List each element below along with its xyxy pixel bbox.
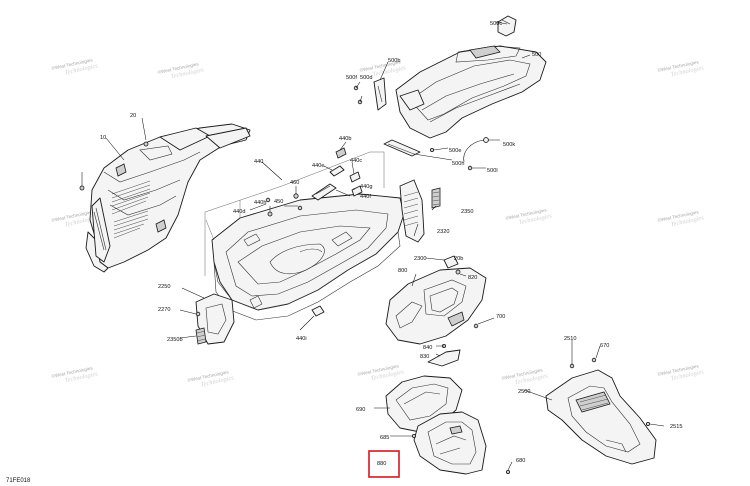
- callout-440g[interactable]: 440g: [360, 184, 372, 190]
- figure-id: 71FE018: [6, 478, 31, 484]
- side-access-panel[interactable]: [399, 179, 425, 243]
- callout-440b[interactable]: 440b: [339, 136, 351, 142]
- clip-440i[interactable]: [311, 305, 325, 317]
- callout-2500[interactable]: 2500: [518, 389, 530, 395]
- rear-storage-tub[interactable]: [205, 193, 405, 321]
- leader-lines: [81, 21, 665, 471]
- callout-20-mid[interactable]: 20b: [454, 256, 463, 262]
- callout-450[interactable]: 450: [274, 199, 283, 205]
- callout-700[interactable]: 700: [496, 314, 505, 320]
- callout-500[interactable]: 500: [532, 52, 541, 58]
- callout-500d[interactable]: 500d: [360, 75, 372, 81]
- fastener-460: [293, 193, 299, 199]
- callout-2270[interactable]: 2270: [158, 307, 170, 313]
- left-side-panel-2250[interactable]: [195, 293, 235, 345]
- callout-2350[interactable]: 2350: [461, 209, 473, 215]
- callout-460[interactable]: 460: [290, 180, 299, 186]
- callout-2510[interactable]: 2510: [564, 336, 576, 342]
- callout-20-top[interactable]: 20: [130, 113, 136, 119]
- callout-800[interactable]: 800: [398, 268, 407, 274]
- callout-440d[interactable]: 440d: [233, 209, 245, 215]
- cable-500k[interactable]: [463, 139, 485, 163]
- vent-grille-2350[interactable]: [431, 187, 441, 209]
- fastener-700: [473, 323, 479, 329]
- callout-labels: 500c 500 500b 500f 500d 500e 500k 500h 5…: [100, 21, 682, 467]
- fastener-685: [411, 433, 416, 438]
- fastener-450: [297, 205, 303, 211]
- callout-500c[interactable]: 500c: [490, 21, 502, 27]
- callout-440[interactable]: 440: [254, 159, 263, 165]
- cover-830[interactable]: [427, 349, 461, 367]
- tub-outline-bracket: [204, 151, 385, 276]
- callout-670[interactable]: 670: [600, 343, 609, 349]
- callout-2250[interactable]: 2250: [158, 284, 170, 290]
- callout-2515[interactable]: 2515: [670, 424, 682, 430]
- console-cover[interactable]: [395, 45, 547, 139]
- lower-panel-880[interactable]: [413, 411, 487, 475]
- callout-2320[interactable]: 2320: [437, 229, 449, 235]
- console-bracket-500b[interactable]: [373, 77, 387, 111]
- callout-500l[interactable]: 500l: [487, 168, 498, 174]
- fastener-670: [591, 357, 597, 363]
- callout-500b[interactable]: 500b: [388, 58, 400, 64]
- cable-connector: [483, 137, 489, 143]
- front-fender-2500[interactable]: [545, 369, 657, 465]
- highlight-box: [368, 450, 400, 478]
- bracket-2300[interactable]: [443, 255, 459, 269]
- callout-440c[interactable]: 440c: [350, 158, 362, 164]
- callout-685[interactable]: 685: [380, 435, 389, 441]
- fastener-2270: [195, 311, 201, 317]
- callout-500h[interactable]: 500h: [452, 161, 464, 167]
- callout-2350-left[interactable]: 2350b: [167, 337, 183, 343]
- console-knob-500c[interactable]: [497, 15, 517, 37]
- callout-500k[interactable]: 500k: [503, 142, 515, 148]
- tub-hinge-bracket[interactable]: [311, 183, 337, 201]
- callout-690[interactable]: 690: [356, 407, 365, 413]
- fastener-2515: [646, 421, 651, 426]
- fastener-20-top: [143, 141, 149, 147]
- callout-440e[interactable]: 440e: [312, 163, 324, 169]
- dashboard-panel-800[interactable]: [385, 267, 487, 345]
- fastener-2510: [569, 363, 575, 369]
- fastener-500e: [429, 147, 434, 152]
- callout-820[interactable]: 820: [468, 275, 477, 281]
- callout-500f[interactable]: 500f: [346, 75, 357, 81]
- fastener-20-left: [79, 185, 85, 191]
- fastener-680: [505, 469, 510, 474]
- fastener-820: [455, 269, 461, 275]
- fastener-440h: [265, 197, 271, 203]
- callout-440h[interactable]: 440h: [254, 200, 266, 206]
- rear-fender-assembly[interactable]: [85, 123, 251, 273]
- fastener-500l: [467, 165, 473, 171]
- callout-840[interactable]: 840: [423, 345, 432, 351]
- callout-440i[interactable]: 440i: [296, 336, 307, 342]
- tub-latch-parts[interactable]: [329, 147, 363, 197]
- callout-500e[interactable]: 500e: [449, 148, 461, 154]
- fastener-440d: [267, 211, 273, 217]
- callout-2300[interactable]: 2300: [414, 256, 426, 262]
- callout-830[interactable]: 830: [420, 354, 429, 360]
- callout-440f[interactable]: 440f: [360, 194, 371, 200]
- strap-500h[interactable]: [383, 139, 421, 157]
- callout-680[interactable]: 680: [516, 458, 525, 464]
- callout-880[interactable]: 880: [377, 461, 386, 467]
- callout-10[interactable]: 10: [100, 135, 106, 141]
